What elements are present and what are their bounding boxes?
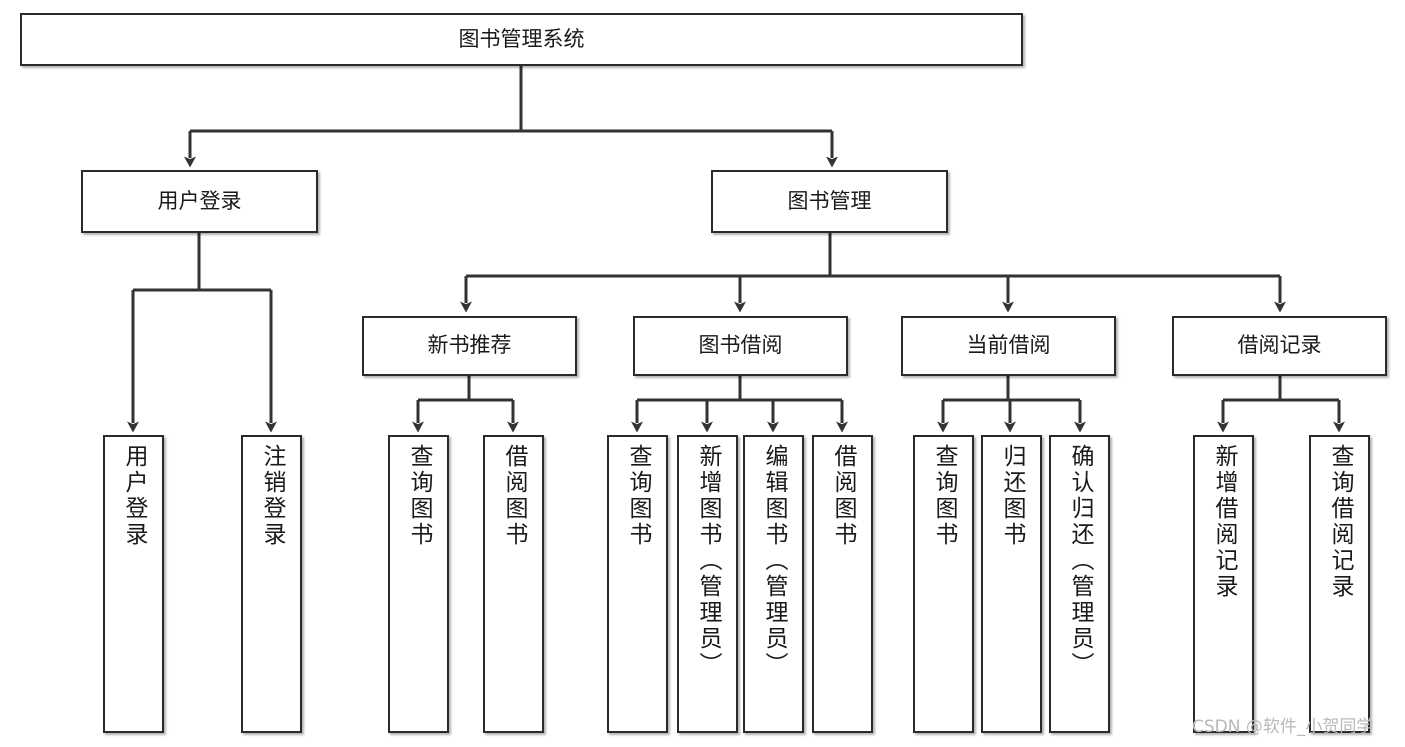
node-label: 查询借阅记录 bbox=[1327, 444, 1353, 600]
node-label: 用户登录 bbox=[121, 444, 147, 548]
leaf-query-books-current[interactable]: 查询图书 bbox=[913, 435, 974, 733]
node-label: 当前借阅 bbox=[966, 333, 1051, 358]
csdn-watermark: CSDN @软件_小贺同学 bbox=[1192, 717, 1374, 737]
leaf-query-books-recommendation[interactable]: 查询图书 bbox=[388, 435, 449, 733]
node-label: 借阅图书 bbox=[830, 444, 856, 548]
leaf-query-books-borrowing[interactable]: 查询图书 bbox=[607, 435, 668, 733]
leaf-borrow-books-borrowing[interactable]: 借阅图书 bbox=[812, 435, 873, 733]
node-book-management[interactable]: 图书管理 bbox=[711, 170, 948, 233]
node-label: 注销登录 bbox=[259, 444, 285, 548]
node-label: 图书管理 bbox=[787, 188, 872, 213]
node-label: 编辑图书（管理员） bbox=[761, 444, 787, 678]
node-book-borrowing[interactable]: 图书借阅 bbox=[633, 316, 848, 376]
node-label: 借阅记录 bbox=[1237, 333, 1322, 358]
node-label: 确认归还（管理员） bbox=[1067, 444, 1093, 678]
leaf-edit-book-admin[interactable]: 编辑图书（管理员） bbox=[743, 435, 804, 733]
leaf-user-login[interactable]: 用户登录 bbox=[103, 435, 164, 733]
node-label: 查询图书 bbox=[625, 444, 651, 548]
node-label: 借阅图书 bbox=[501, 444, 527, 548]
leaf-query-borrow-record[interactable]: 查询借阅记录 bbox=[1309, 435, 1370, 733]
node-label: 归还图书 bbox=[999, 444, 1025, 548]
node-label: 新增图书（管理员） bbox=[695, 444, 721, 678]
node-label: 图书管理系统 bbox=[458, 26, 585, 51]
leaf-add-borrow-record[interactable]: 新增借阅记录 bbox=[1193, 435, 1254, 733]
leaf-return-books[interactable]: 归还图书 bbox=[981, 435, 1042, 733]
node-user-login[interactable]: 用户登录 bbox=[81, 170, 318, 233]
leaf-borrow-books-recommendation[interactable]: 借阅图书 bbox=[483, 435, 544, 733]
node-label: 新增借阅记录 bbox=[1211, 444, 1237, 600]
leaf-confirm-return-admin[interactable]: 确认归还（管理员） bbox=[1049, 435, 1110, 733]
node-label: 查询图书 bbox=[406, 444, 432, 548]
node-label: 用户登录 bbox=[157, 188, 242, 213]
leaf-logout[interactable]: 注销登录 bbox=[241, 435, 302, 733]
leaf-add-book-admin[interactable]: 新增图书（管理员） bbox=[677, 435, 738, 733]
node-new-book-recommendation[interactable]: 新书推荐 bbox=[362, 316, 577, 376]
node-current-borrowing[interactable]: 当前借阅 bbox=[901, 316, 1116, 376]
node-borrowing-record[interactable]: 借阅记录 bbox=[1172, 316, 1387, 376]
node-label: 图书借阅 bbox=[698, 333, 783, 358]
node-label: 查询图书 bbox=[931, 444, 957, 548]
node-root-library-management-system[interactable]: 图书管理系统 bbox=[20, 13, 1023, 66]
node-label: 新书推荐 bbox=[427, 333, 512, 358]
